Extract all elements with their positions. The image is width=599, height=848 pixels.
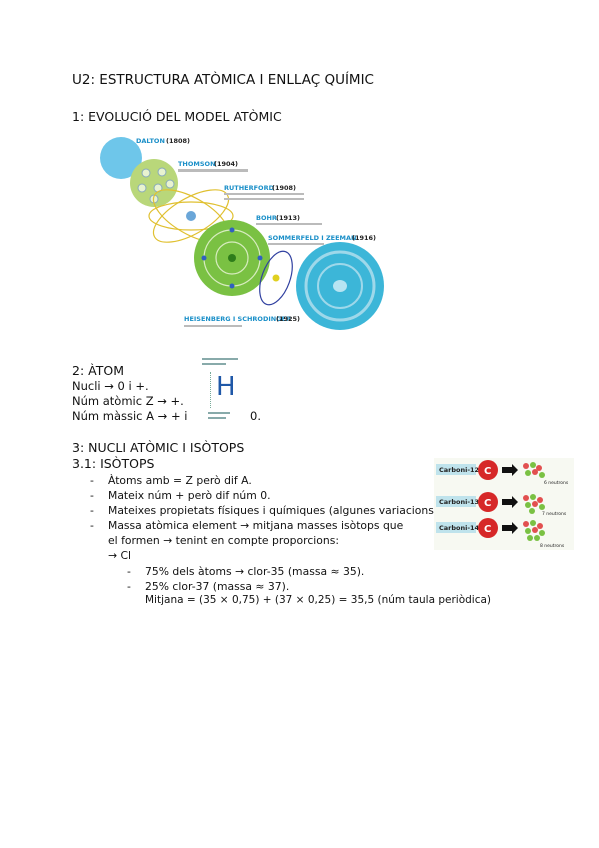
svg-text:C: C xyxy=(484,524,491,535)
atomic-number-line: Núm atòmic Z → +. xyxy=(72,394,184,408)
bohr-year: (1913) xyxy=(276,214,300,222)
thomson-label: THOMSON xyxy=(178,160,216,168)
svg-text:C: C xyxy=(484,466,491,477)
rutherford-year: (1908) xyxy=(272,184,296,192)
isotope-item-2: -Mateix núm + però dif núm 0. xyxy=(90,489,271,502)
svg-text:Carboni-14: Carboni-14 xyxy=(439,524,480,532)
dalton-year: (1808) xyxy=(166,137,190,145)
page-title: U2: ESTRUCTURA ATÒMICA I ENLLAÇ QUÍMIC xyxy=(72,72,374,88)
chlorine-37-item: -25% clor-37 (massa ≈ 37). xyxy=(127,580,290,593)
atomic-models-figure: DALTON (1808) THOMSON (1904) RUTHERFORD … xyxy=(100,137,384,330)
bohr-label: BOHR xyxy=(256,214,277,222)
dalton-label: DALTON xyxy=(136,137,165,145)
sommerfeld-orbit xyxy=(259,250,293,306)
mass-number-tail: 0. xyxy=(250,409,261,423)
heisenberg-label: HEISENBERG I SCHRODINGER xyxy=(184,315,291,323)
rutherford-label: RUTHERFORD xyxy=(224,184,275,192)
section2-heading: 2: ÀTOM xyxy=(72,363,124,378)
chlorine-example: → Cl xyxy=(108,549,132,562)
isotope-item-3: -Mateixes propietats físiques i químique… xyxy=(90,504,442,517)
element-symbol: H xyxy=(216,372,236,402)
section3-subheading: 3.1: ISÒTOPS xyxy=(72,456,155,471)
sommerfeld-label: SOMMERFELD I ZEEMAN xyxy=(268,234,356,242)
chlorine-35-item: -75% dels àtoms → clor-35 (massa ≈ 35). xyxy=(127,565,365,578)
dalton-sphere xyxy=(100,137,142,179)
carbon-isotopes-figure: Carboni-12 C 6 neutrons Carboni-13 C 7 n… xyxy=(434,458,574,550)
isotope-item-4: -Massa atòmica element → mitjana masses … xyxy=(90,519,404,532)
svg-text:Carboni-12: Carboni-12 xyxy=(439,466,479,474)
svg-text:8 neutrons: 8 neutrons xyxy=(540,543,565,549)
svg-text:7 neutrons: 7 neutrons xyxy=(542,511,567,517)
atom-nucleus-line: Nucli → 0 i +. xyxy=(72,379,149,393)
isotope-row-2: Carboni-13 C 7 neutrons xyxy=(436,492,567,517)
section1-heading: 1: EVOLUCIÓ DEL MODEL ATÒMIC xyxy=(72,109,282,124)
isotope-item-1: -Àtoms amb = Z però dif A. xyxy=(90,474,252,487)
mass-number-line: Núm màssic A → + i xyxy=(72,409,188,423)
rutherford-nucleus xyxy=(186,211,196,221)
isotope-row-1: Carboni-12 C 6 neutrons xyxy=(436,460,569,486)
thomson-year: (1904) xyxy=(214,160,238,168)
heisenberg-year: (1925) xyxy=(276,315,300,323)
isotope-item-4-cont: el formen → tenint en compte proporcions… xyxy=(108,534,339,547)
section3-heading: 3: NUCLI ATÒMIC I ISÒTOPS xyxy=(72,440,245,455)
sommerfeld-year: (1916) xyxy=(352,234,376,242)
isotope-row-3: Carboni-14 C 8 neutrons xyxy=(436,518,565,549)
svg-text:Carboni-13: Carboni-13 xyxy=(439,498,479,506)
svg-text:6 neutrons: 6 neutrons xyxy=(544,480,569,486)
average-formula: Mitjana = (35 × 0,75) + (37 × 0,25) = 35… xyxy=(145,594,492,606)
hydrogen-element-tile: H xyxy=(198,356,242,422)
svg-text:C: C xyxy=(484,498,491,509)
